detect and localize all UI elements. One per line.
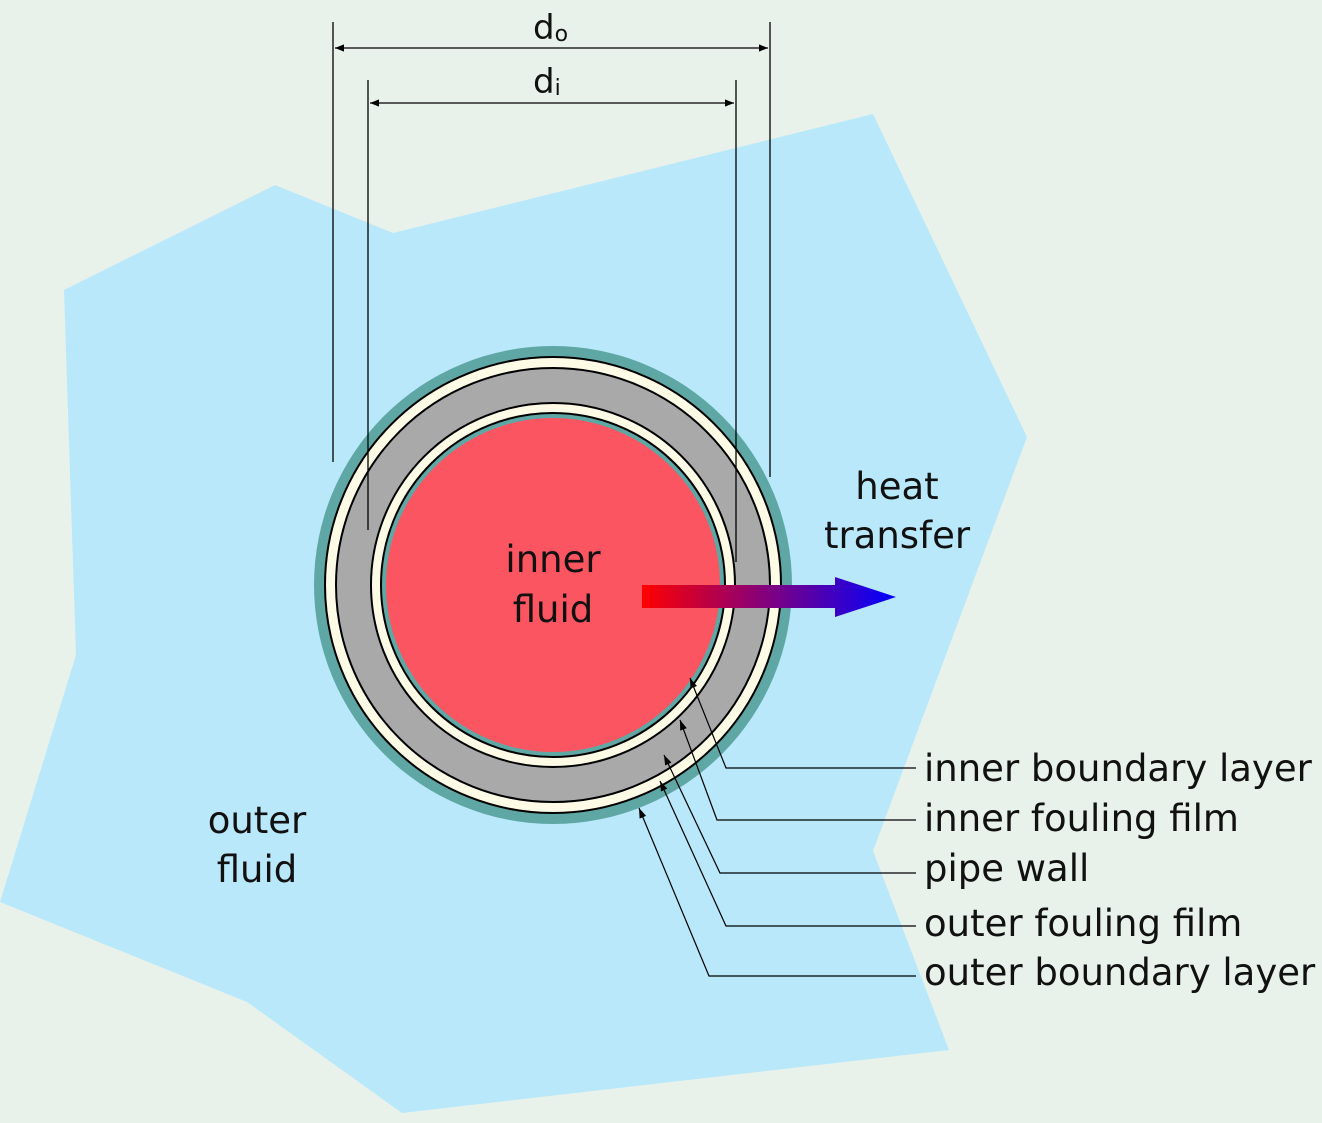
- pipe-cross-section: [314, 346, 792, 824]
- leader-lines: [638, 677, 916, 977]
- label-inner-boundary-layer: inner boundary layer: [924, 747, 1313, 790]
- inner-fluid-core: [386, 418, 720, 752]
- leader-outer-fouling: [659, 780, 916, 927]
- leader-pipe-wall: [663, 754, 916, 874]
- outer-fluid-label-line1: outer: [208, 799, 307, 842]
- heat-transfer-label-line1: heat: [855, 465, 938, 508]
- layer-labels: inner boundary layer inner fouling film …: [924, 747, 1316, 994]
- leader-outer-boundary: [638, 807, 916, 977]
- heat-transfer-arrow: [642, 577, 896, 617]
- do-label: do: [533, 8, 568, 48]
- inner-fluid-label-line1: inner: [505, 538, 601, 581]
- label-inner-fouling-film: inner fouling film: [924, 797, 1239, 840]
- label-outer-boundary-layer: outer boundary layer: [924, 951, 1316, 994]
- heat-transfer-label-line2: transfer: [824, 514, 971, 557]
- label-outer-fouling-film: outer fouling film: [924, 902, 1242, 945]
- leader-inner-boundary: [689, 677, 916, 769]
- leader-inner-fouling: [679, 719, 916, 821]
- outer-fluid-label-line2: fluid: [217, 848, 298, 891]
- label-pipe-wall: pipe wall: [924, 847, 1089, 890]
- dimension-lines: [332, 22, 771, 562]
- inner-fluid-label-line2: fluid: [513, 588, 594, 631]
- di-label: di: [533, 62, 561, 102]
